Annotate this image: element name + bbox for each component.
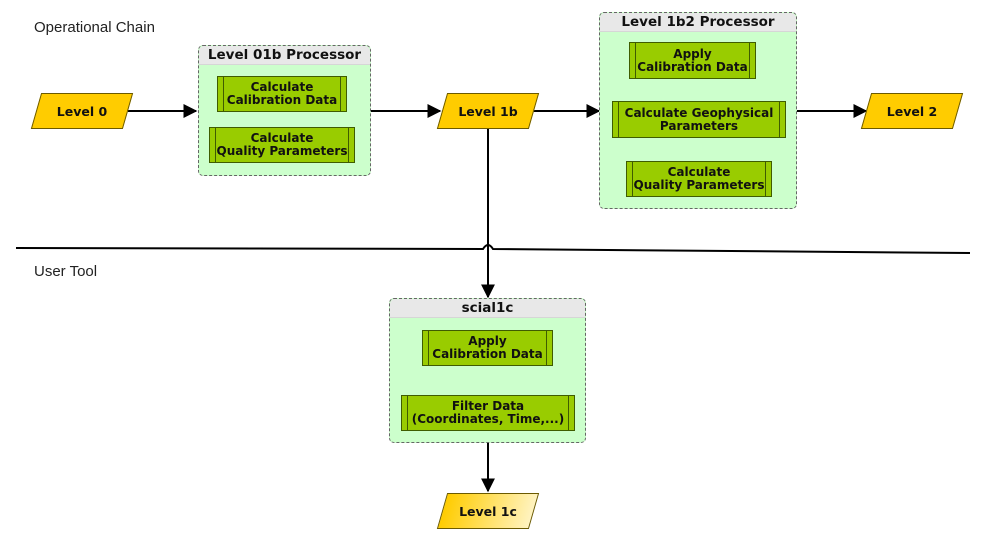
process-label: Apply Calibration Data: [637, 46, 748, 74]
container-title: Level 1b2 Processor: [600, 13, 796, 32]
container-title: scial1c: [390, 299, 585, 318]
section-label-operational: Operational Chain: [34, 19, 155, 36]
data-node-label: Level 2: [886, 103, 938, 119]
data-node-label: Level 1b: [458, 103, 518, 119]
data-node-level2: Level 2: [860, 93, 964, 129]
data-node-label: Level 1c: [459, 503, 517, 519]
process-label: Filter Data (Coordinates, Time,...): [411, 399, 565, 426]
section-divider: [15, 244, 971, 254]
process-label: Apply Calibration Data: [432, 334, 543, 361]
process-label: Calculate Quality Parameters: [633, 165, 765, 192]
process-label: Calculate Calibration Data: [226, 80, 338, 107]
process-filter-data: Filter Data (Coordinates, Time,...): [401, 395, 575, 431]
process-label: Calculate Quality Parameters: [216, 131, 348, 158]
process-calculate-quality-parameters-l1b2: Calculate Quality Parameters: [626, 161, 772, 197]
process-calculate-calibration-data: Calculate Calibration Data: [217, 76, 347, 112]
data-node-label: Level 0: [56, 103, 108, 119]
data-node-level0: Level 0: [30, 93, 134, 129]
data-node-level1b: Level 1b: [436, 93, 540, 129]
process-label: Calculate Geophysical Parameters: [624, 105, 774, 133]
container-title: Level 01b Processor: [199, 46, 370, 65]
section-label-user-tool: User Tool: [34, 263, 98, 280]
process-apply-calibration-data-scial1c: Apply Calibration Data: [422, 330, 553, 366]
process-calculate-quality-parameters: Calculate Quality Parameters: [209, 127, 355, 163]
process-calculate-geophysical-parameters: Calculate Geophysical Parameters: [612, 101, 786, 138]
process-apply-calibration-data: Apply Calibration Data: [629, 42, 756, 79]
data-node-level1c: Level 1c: [436, 493, 540, 529]
